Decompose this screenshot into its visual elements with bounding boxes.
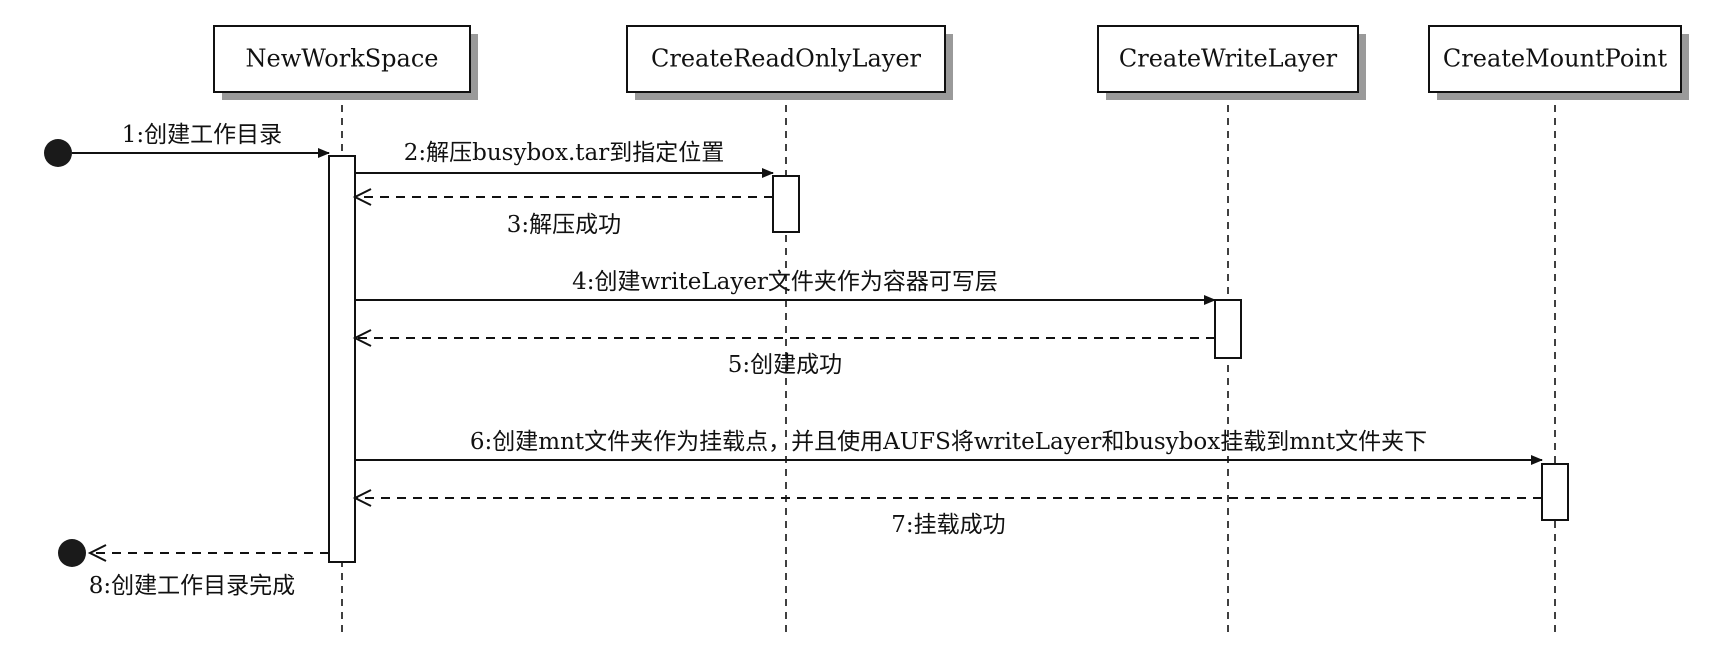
participant-label: NewWorkSpace — [245, 45, 438, 73]
activation-create-read-only-layer — [772, 175, 800, 233]
message-8-arrowhead — [87, 544, 107, 562]
participant-box — [1097, 25, 1359, 93]
message-5-label: 5:创建成功 — [728, 352, 842, 378]
message-2-label: 2:解压busybox.tar到指定位置 — [404, 140, 725, 166]
message-6-label: 6:创建mnt文件夹作为挂载点，并且使用AUFS将writeLayer和busy… — [470, 429, 1427, 455]
participant-box — [213, 25, 471, 93]
final-node-dot — [58, 539, 86, 567]
participant-label: CreateMountPoint — [1443, 45, 1668, 73]
message-3-label: 3:解压成功 — [507, 212, 621, 238]
participant-label: CreateReadOnlyLayer — [651, 45, 922, 73]
participant-label: CreateWriteLayer — [1119, 45, 1338, 73]
activation-new-work-space — [328, 155, 356, 563]
message-4-label: 4:创建writeLayer文件夹作为容器可写层 — [572, 269, 998, 295]
participant-new-work-space: NewWorkSpace — [213, 25, 478, 100]
participant-create-write-layer: CreateWriteLayer — [1097, 25, 1366, 100]
activation-create-mount-point — [1541, 463, 1569, 521]
initial-node-dot — [44, 139, 72, 167]
message-1-label: 1:创建工作目录 — [122, 122, 282, 148]
participant-create-mount-point: CreateMountPoint — [1428, 25, 1689, 100]
participant-create-read-only-layer: CreateReadOnlyLayer — [626, 25, 953, 100]
message-7-label: 7:挂载成功 — [891, 512, 1005, 538]
message-3-arrowhead — [352, 188, 372, 206]
participant-box — [626, 25, 946, 93]
activation-create-write-layer — [1214, 299, 1242, 359]
participant-box — [1428, 25, 1682, 93]
message-5-arrowhead — [352, 329, 372, 347]
message-7-arrowhead — [352, 489, 372, 507]
message-8-label: 8:创建工作目录完成 — [89, 573, 295, 599]
